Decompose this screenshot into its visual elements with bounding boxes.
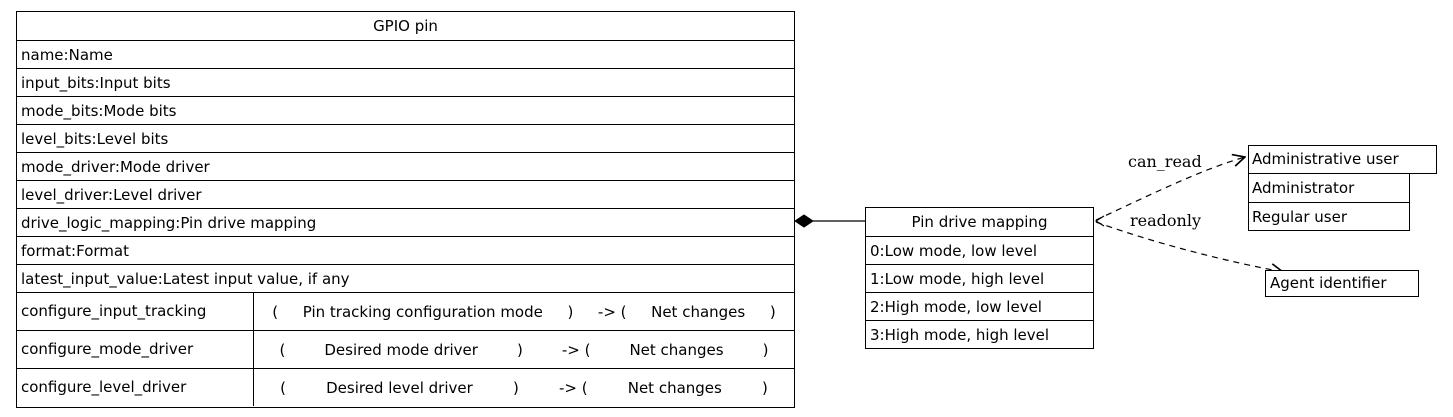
administrative-user-enum: Administrative user xyxy=(1248,145,1437,174)
attribute-row: mode_driver:Mode driver xyxy=(17,152,794,180)
mapping-source-tick xyxy=(1094,215,1105,227)
sig-arrow: -> ( xyxy=(558,378,588,397)
sig-param: Desired level driver xyxy=(326,378,473,397)
attribute-row: latest_input_value:Latest input value, i… xyxy=(17,264,794,292)
method-name: configure_mode_driver xyxy=(17,331,254,368)
method-signature: ( Desired mode driver ) -> ( Net changes… xyxy=(254,331,794,368)
sig-arrow: -> ( xyxy=(561,340,591,359)
attribute-row: level_bits:Level bits xyxy=(17,124,794,152)
pin-drive-mapping-enum: Pin drive mapping 0:Low mode, low level … xyxy=(865,207,1094,349)
enum-value: Regular user xyxy=(1249,202,1409,230)
attribute-row: format:Format xyxy=(17,236,794,264)
sig-param: Pin tracking configuration mode xyxy=(302,302,543,321)
method-name: configure_input_tracking xyxy=(17,293,254,330)
method-name: configure_level_driver xyxy=(17,369,254,406)
sig-open: ( xyxy=(279,340,286,359)
readonly-label: readonly xyxy=(1130,211,1201,230)
sig-end: ) xyxy=(762,378,768,397)
composition-diamond xyxy=(794,214,814,228)
sig-open: ( xyxy=(272,302,279,321)
attribute-row: mode_bits:Mode bits xyxy=(17,96,794,124)
enum-value: 1:Low mode, high level xyxy=(866,264,1093,292)
agent-identifier-title: Agent identifier xyxy=(1270,274,1387,292)
method-row: configure_mode_driver ( Desired mode dri… xyxy=(17,330,794,368)
enum-value: 0:Low mode, low level xyxy=(866,236,1093,264)
sig-arrow: -> ( xyxy=(597,302,627,321)
attribute-row: level_driver:Level driver xyxy=(17,180,794,208)
sig-result: Net changes xyxy=(627,378,722,397)
sig-param: Desired mode driver xyxy=(324,340,478,359)
method-row: configure_level_driver ( Desired level d… xyxy=(17,368,794,406)
method-signature: ( Pin tracking configuration mode ) -> (… xyxy=(254,293,794,330)
enum-value: 3:High mode, high level xyxy=(866,320,1093,348)
method-signature: ( Desired level driver ) -> ( Net change… xyxy=(254,369,794,406)
sig-result: Net changes xyxy=(629,340,724,359)
attribute-row: drive_logic_mapping:Pin drive mapping xyxy=(17,208,794,236)
can-read-label: can_read xyxy=(1128,152,1202,171)
can-read-edge xyxy=(1095,157,1245,221)
administrative-user-values: Administrator Regular user xyxy=(1248,173,1410,231)
enum-value: 2:High mode, low level xyxy=(866,292,1093,320)
gpio-pin-class: GPIO pin name:Name input_bits:Input bits… xyxy=(16,11,795,408)
attribute-row: name:Name xyxy=(17,40,794,68)
agent-identifier-class: Agent identifier xyxy=(1265,270,1419,297)
sig-close: ) xyxy=(512,378,519,397)
sig-end: ) xyxy=(762,340,769,359)
sig-close: ) xyxy=(516,340,523,359)
sig-result: Net changes xyxy=(651,302,746,321)
readonly-edge xyxy=(1095,221,1283,272)
enum-value: Administrator xyxy=(1252,179,1355,197)
pin-drive-mapping-title: Pin drive mapping xyxy=(911,213,1048,231)
sig-end: ) xyxy=(769,302,776,321)
sig-open: ( xyxy=(280,378,286,397)
sig-close: ) xyxy=(567,302,574,321)
gpio-pin-title: GPIO pin xyxy=(373,17,438,35)
attribute-row: input_bits:Input bits xyxy=(17,68,794,96)
administrative-user-title: Administrative user xyxy=(1252,150,1399,168)
method-row: configure_input_tracking ( Pin tracking … xyxy=(17,292,794,330)
